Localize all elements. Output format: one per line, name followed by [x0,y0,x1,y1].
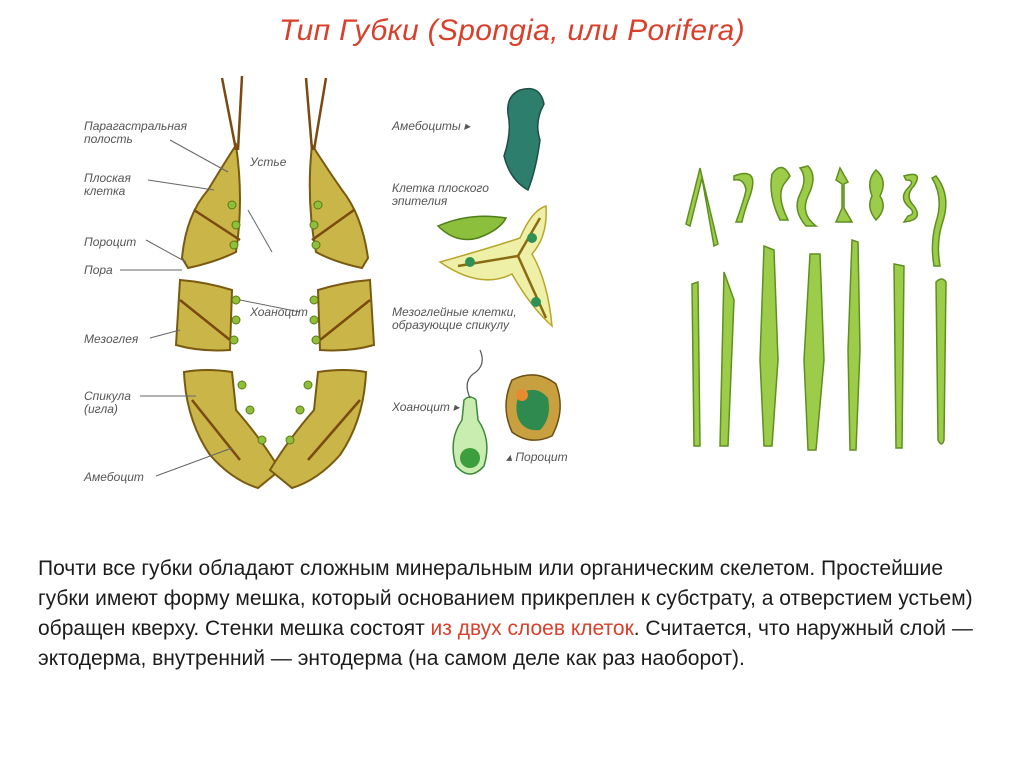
label-amebocyte: Амебоцит [84,470,144,484]
spicule-shapes [685,165,947,451]
label-pore: Пора [84,263,113,277]
paragraph-highlight: из двух слоев клеток [430,617,634,640]
sponge-wall-right [268,142,376,490]
label-porocyte-detail: ▴ Пороцит [506,450,568,464]
sponge-wall-left [174,142,282,490]
label-mesoglea: Мезоглея [84,332,139,346]
choanocyte-detail [452,349,488,475]
label-amebocytes: Амебоциты ▸ [392,119,471,133]
label-osculum: Устье [250,155,287,169]
label-porocyte: Пороцит [84,235,137,249]
wall-spicules [179,75,371,461]
sponge-diagram [120,75,947,490]
paragraph-part-1: Почти все губки обладают сложным минерал… [38,557,973,640]
label-choanocyte: Хоаноцит [250,305,308,319]
amebocyte-detail [503,87,545,192]
label-mesoglea-cells: Мезоглейные клетки, образующие спикулу [392,305,517,332]
label-spicule: Спикула (игла) [84,389,131,416]
epithelial-cell-detail [436,215,508,241]
label-leaders [120,139,301,477]
paragraph-part-2: . Считается, что наружный слой — эктодер… [38,617,973,670]
porocyte-detail [505,374,561,441]
label-choanocyte-detail: Хоаноцит ▸ [392,400,460,414]
choanocyte-row [227,200,323,445]
label-flat-cell: Плоская клетка [84,171,131,198]
label-epithelial-cell: Клетка плоского эпителия [392,181,489,208]
label-paragastral-cavity: Парагастральная полость [84,119,188,146]
description-paragraph: Почти все губки обладают сложным минерал… [38,554,988,674]
slide-title: Тип Губки (Spongia, или Porifera) [279,14,745,47]
mesoglea-cells-detail [438,205,553,328]
